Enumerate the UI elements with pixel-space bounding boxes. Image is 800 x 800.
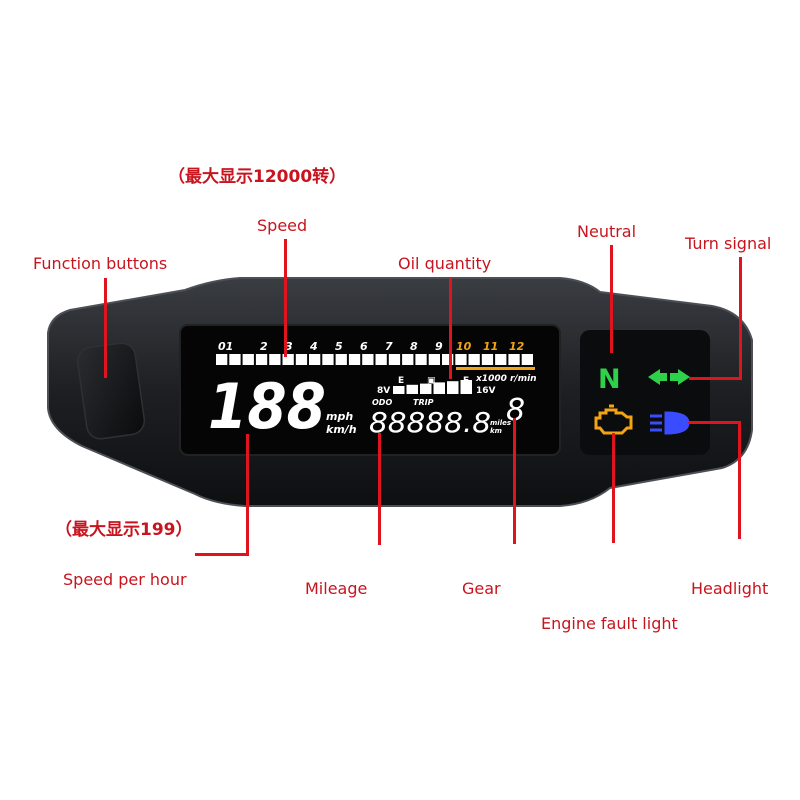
rpm-bar-segment xyxy=(229,354,241,365)
rpm-tick-7: 7 xyxy=(385,340,393,353)
rpm-tick-5: 5 xyxy=(335,340,343,353)
rpm-bar-segment xyxy=(375,354,387,365)
neutral-indicator: N xyxy=(598,364,621,395)
leader-speed-per-hour-v xyxy=(246,434,249,555)
rpm-bar-segment xyxy=(468,354,480,365)
rpm-bar-segment xyxy=(269,354,281,365)
rpm-bar-segment xyxy=(521,354,533,365)
speed-unit-mph: mph xyxy=(326,410,353,423)
rpm-bar-segment xyxy=(282,354,294,365)
leader-mileage xyxy=(378,433,381,545)
battery-low-label: 8V xyxy=(377,386,390,396)
label-mileage: Mileage xyxy=(305,579,368,598)
fuel-empty-label: E xyxy=(398,376,404,386)
rpm-bar-segment xyxy=(362,354,374,365)
fuel-icon: ▣ xyxy=(427,376,436,386)
rpm-bar-segment xyxy=(295,354,308,365)
fuel-bar-segment xyxy=(420,383,432,394)
distance-unit-km: km xyxy=(490,427,502,435)
rpm-bar-segment xyxy=(415,354,427,365)
label-neutral: Neutral xyxy=(577,222,637,241)
rpm-tick-4: 4 xyxy=(309,340,318,353)
leader-speed-per-hour-h xyxy=(195,553,249,556)
leader-speed xyxy=(284,239,287,357)
battery-high-label: 16V xyxy=(476,386,496,396)
rpm-tick-11: 11 xyxy=(483,340,498,353)
rpm-tick-3: 3 xyxy=(285,340,293,353)
rpm-bar-segment xyxy=(481,354,494,365)
fuel-bar xyxy=(393,380,472,394)
leader-turn-signal-h xyxy=(689,377,742,380)
distance-unit-miles: miles xyxy=(490,419,511,427)
mileage-value: 88888.8 xyxy=(369,406,491,439)
fuel-bar-segment xyxy=(393,386,405,394)
leader-neutral xyxy=(610,245,613,353)
label-speed: Speed xyxy=(257,216,308,235)
rpm-bar-segment xyxy=(388,354,401,365)
speed-unit-kmh: km/h xyxy=(326,423,357,436)
rpm-bar xyxy=(216,354,535,370)
label-oil-quantity: Oil quantity xyxy=(398,254,492,273)
label-engine-fault-light: Engine fault light xyxy=(541,614,678,633)
max-speed-note: （最大显示199） xyxy=(55,520,193,540)
fuel-bar-segment xyxy=(406,384,418,394)
rpm-tick-8: 8 xyxy=(410,340,418,353)
headlight-icon xyxy=(650,411,690,435)
leader-headlight-h xyxy=(688,421,741,424)
fuel-bar-segment xyxy=(433,382,445,394)
leader-oil-quantity xyxy=(449,277,452,379)
rpm-bar-segment xyxy=(335,354,347,365)
leader-turn-signal-v xyxy=(739,257,742,380)
label-speed-per-hour: Speed per hour xyxy=(63,570,187,589)
leader-engine-fault xyxy=(612,433,615,543)
rpm-tick-1: 01 xyxy=(218,340,233,353)
label-turn-signal: Turn signal xyxy=(685,234,772,253)
rpm-tick-6: 6 xyxy=(360,340,368,353)
max-rpm-note: （最大显示12000转） xyxy=(168,167,347,187)
gear-value: 8 xyxy=(506,393,525,428)
label-gear: Gear xyxy=(462,579,501,598)
trip-label: TRIP xyxy=(413,398,434,407)
label-function-buttons: Function buttons xyxy=(33,254,168,273)
rpm-bar-segment xyxy=(442,354,454,365)
rpm-tick-labels: 01 2 3 4 5 6 7 8 9 10 11 12 xyxy=(218,340,525,353)
turn-signal-icon xyxy=(648,369,690,385)
leader-headlight-v xyxy=(738,421,741,539)
rpm-bar-segment xyxy=(428,354,440,365)
rpm-bar-segment xyxy=(322,354,334,365)
rpm-tick-9: 9 xyxy=(435,340,443,353)
rpm-bar-segment xyxy=(255,354,268,365)
rpm-bar-segment xyxy=(309,354,321,365)
rpm-tick-12: 12 xyxy=(509,340,525,353)
rpm-redline-strip xyxy=(456,367,535,370)
rpm-bar-segment xyxy=(216,354,228,365)
rpm-tick-2: 2 xyxy=(260,340,268,353)
leader-function-buttons xyxy=(104,278,107,378)
speed-value: 188 xyxy=(208,370,326,443)
rpm-bar-segment xyxy=(348,354,361,365)
function-button xyxy=(76,342,146,440)
odo-label: ODO xyxy=(372,398,392,407)
engine-fault-icon xyxy=(594,404,633,435)
rpm-tick-10: 10 xyxy=(456,340,472,353)
rpm-bar-segment xyxy=(495,354,507,365)
fuel-bar-segment xyxy=(460,380,472,394)
label-headlight: Headlight xyxy=(691,579,769,598)
rpm-bar-segment xyxy=(402,354,414,365)
rpm-unit: x1000 r/min xyxy=(475,374,537,384)
leader-gear xyxy=(513,418,516,544)
fuel-bar-segment xyxy=(447,381,459,394)
rpm-bar-segment xyxy=(242,354,254,365)
rpm-bar-segment xyxy=(508,354,520,365)
rpm-bar-segment xyxy=(455,354,467,365)
